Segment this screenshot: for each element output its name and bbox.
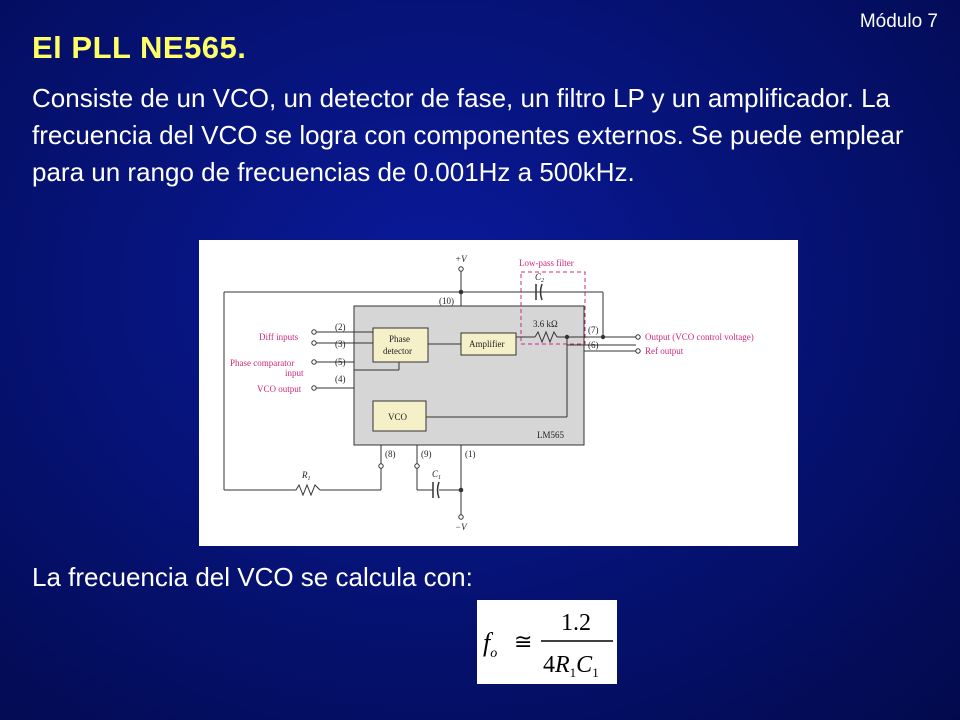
pin-6-label: (6)	[588, 340, 599, 350]
formula-lhs: fo	[483, 628, 497, 661]
vco-output-label: VCO output	[257, 384, 302, 394]
pin-1-label: (1)	[465, 449, 476, 459]
output-label: Output (VCO control voltage)	[645, 332, 754, 342]
formula-caption: La frecuencia del VCO se calcula con:	[32, 562, 473, 592]
slide-title: El PLL NE565.	[32, 30, 247, 65]
pll-circuit-svg: LM565 Low-pass filter +V (10) C2 Phase d…	[223, 254, 754, 532]
supply-positive-label: +V	[455, 254, 468, 264]
diff-input-2-terminal[interactable]	[311, 329, 317, 335]
ref-output-terminal[interactable]	[635, 348, 641, 354]
phase-comparator-label-1: Phase comparator	[230, 358, 294, 368]
vco-block[interactable]	[372, 400, 427, 432]
r1-label: R1	[301, 470, 311, 482]
pin-9-label: (9)	[421, 449, 432, 459]
pin-5-label: (5)	[335, 357, 346, 367]
pin-4-label: (4)	[335, 374, 346, 384]
ref-output-label: Ref output	[645, 346, 684, 356]
r1-resistor	[295, 483, 321, 497]
supply-positive-terminal	[458, 266, 464, 272]
slide-body-text: Consiste de un VCO, un detector de fase,…	[32, 83, 904, 187]
diff-input-3-terminal[interactable]	[311, 340, 317, 346]
supply-negative-label: −V	[455, 522, 468, 532]
chip-label: LM565	[537, 430, 565, 440]
pin-8-label: (8)	[385, 449, 396, 459]
vco-output-terminal[interactable]	[311, 385, 317, 391]
phase-detector-label-2: detector	[383, 346, 412, 356]
c2-label: C2	[535, 272, 544, 284]
vco-frequency-formula: fo ≅ 1.2 4R1C1	[477, 600, 617, 684]
pin-2-label: (2)	[335, 322, 346, 332]
amplifier-label: Amplifier	[469, 339, 505, 349]
module-label: Módulo 7	[859, 11, 938, 32]
supply-negative-terminal	[458, 514, 464, 520]
formula-denominator: 4R1C1	[543, 652, 599, 680]
formula-svg: fo ≅ 1.2 4R1C1	[483, 610, 613, 680]
formula-approx: ≅	[514, 629, 532, 654]
diff-inputs-label: Diff inputs	[259, 332, 299, 342]
pin-3-label: (3)	[335, 339, 346, 349]
lowpass-filter-box	[520, 271, 586, 345]
vco-label: VCO	[388, 412, 408, 422]
phase-detector-label-1: Phase	[389, 334, 410, 344]
internal-resistor	[534, 330, 558, 344]
lowpass-filter-label: Low-pass filter	[519, 258, 574, 268]
pll-block-diagram: LM565 Low-pass filter +V (10) C2 Phase d…	[199, 240, 798, 546]
pin-7-label: (7)	[588, 325, 599, 335]
res-value-label: 3.6 kΩ	[533, 319, 558, 329]
formula-numerator: 1.2	[561, 610, 591, 636]
output-terminal[interactable]	[635, 334, 641, 340]
phase-comparator-terminal[interactable]	[311, 359, 317, 365]
pin-10-label: (10)	[439, 296, 454, 306]
phase-detector-block[interactable]	[372, 327, 429, 363]
c1-label: C1	[432, 469, 441, 481]
phase-comparator-label-2: input	[285, 368, 304, 378]
